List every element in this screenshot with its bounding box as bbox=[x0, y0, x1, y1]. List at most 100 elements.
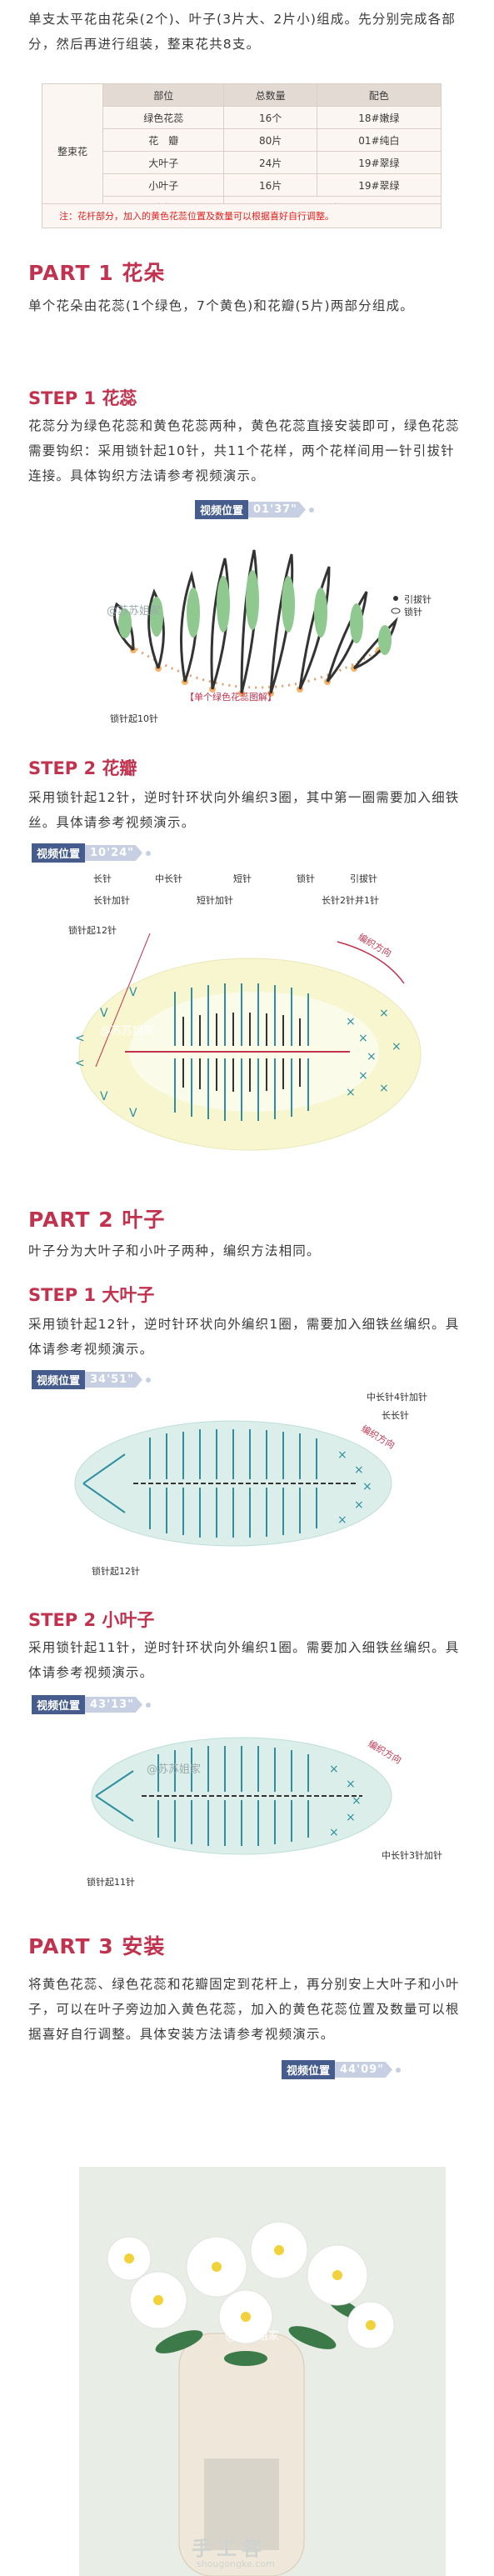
svg-text:×: × bbox=[379, 1082, 389, 1095]
svg-text:×: × bbox=[346, 1778, 356, 1791]
legend-ch: 锁针 bbox=[297, 873, 315, 884]
leaf-tip-marks bbox=[82, 1453, 126, 1513]
part1-step2-title: STEP 2 花瓣 bbox=[28, 758, 137, 778]
video-position-badge[interactable]: 视频位置 01'37" bbox=[195, 500, 314, 519]
stitch-marks bbox=[157, 1746, 309, 1846]
legend-sl: 引拔针 bbox=[350, 873, 377, 884]
video-position-badge[interactable]: 视频位置 10'24" bbox=[32, 843, 151, 863]
table-note: 注：花杆部分，加入的黄色花蕊位置及数量可以根据喜好自行调整。 bbox=[42, 203, 442, 228]
stitch-marks bbox=[174, 983, 309, 1121]
video-time: 44'09" bbox=[335, 2062, 392, 2078]
svg-text:×: × bbox=[352, 1794, 362, 1808]
video-position-badge[interactable]: 视频位置 34'51" bbox=[32, 1370, 151, 1389]
svg-text:V: V bbox=[129, 1107, 137, 1120]
part1-step1-text: 花蕊分为绿色花蕊和黄色花蕊两种，黄色花蕊直接安装即可，绿色花蕊需要钩织：采用锁针… bbox=[28, 418, 460, 483]
table-header: 部位 bbox=[102, 83, 225, 107]
svg-text:×: × bbox=[358, 1069, 368, 1083]
legend-sc: 短针 bbox=[233, 873, 252, 884]
svg-text:×: × bbox=[346, 1086, 356, 1099]
video-position-badge[interactable]: 视频位置 43'13" bbox=[32, 1695, 151, 1714]
chain-start-label: 锁针起11针 bbox=[87, 1877, 135, 1888]
photo-illustration bbox=[79, 2167, 446, 2576]
legend-dc: 长针 bbox=[93, 873, 112, 884]
svg-text:×: × bbox=[358, 1032, 368, 1045]
table-cell: 小叶子 bbox=[102, 173, 225, 197]
svg-text:<: < bbox=[75, 1057, 85, 1070]
site-url: shougongke.com bbox=[197, 2558, 275, 2569]
leaf-tip-marks bbox=[95, 1770, 134, 1822]
table-header: 总数量 bbox=[223, 83, 317, 107]
sc-marks: ××× ×× bbox=[337, 1448, 372, 1527]
table-cell: 18#嫩绿 bbox=[316, 106, 442, 129]
part2-step1-title: STEP 1 大叶子 bbox=[28, 1285, 155, 1305]
chain-stitch-symbol bbox=[391, 608, 401, 614]
table-side-label: 整束花 bbox=[42, 83, 103, 219]
flower-centers bbox=[124, 2245, 376, 2330]
legend-dc-inc: 长针加针 bbox=[93, 895, 130, 906]
svg-text:V: V bbox=[129, 986, 137, 999]
video-label: 视频位置 bbox=[195, 500, 249, 519]
table-cell: 大叶子 bbox=[102, 151, 225, 174]
table-header: 配色 bbox=[316, 83, 442, 107]
table-row: 花 瓣 80片 01#纯白 bbox=[42, 128, 442, 152]
video-time: 01'37" bbox=[248, 502, 306, 518]
intro-text: 单支太平花由花朵(2个)、叶子(3片大、2片小)组成。先分别完成各部分，然后再进… bbox=[28, 12, 457, 52]
small-leaf-diagram: ××× ×× bbox=[91, 1737, 392, 1855]
chain-start-label: 锁针起10针 bbox=[110, 713, 158, 724]
svg-text:V: V bbox=[100, 1007, 108, 1020]
site-logo: 手工客 bbox=[192, 2537, 267, 2560]
legend-hdc3inc: 中长针3针加针 bbox=[382, 1850, 442, 1861]
part2-title: PART 2 叶子 bbox=[28, 1208, 166, 1232]
video-label: 视频位置 bbox=[282, 2060, 336, 2079]
photo-watermark: @苏苏姐家 bbox=[225, 2330, 280, 2343]
part2-step2-text: 采用锁针起11针，逆时针环状向外编织1圈。需要加入细铁丝编织。具体请参考视频演示… bbox=[28, 1640, 460, 1680]
petal-diagram: ××× ×× ××× <<V VVV bbox=[75, 933, 422, 1151]
dot-icon bbox=[145, 850, 151, 856]
table-cell: 16个 bbox=[223, 106, 317, 129]
legend-slip-stitch: 引拔针 bbox=[404, 594, 432, 605]
pistil-loops bbox=[113, 549, 398, 694]
svg-text:<: < bbox=[75, 1032, 85, 1045]
dot-icon bbox=[145, 1702, 151, 1708]
part1-text: 单个花朵由花蕊(1个绿色，7个黄色)和花瓣(5片)两部分组成。 bbox=[28, 298, 414, 313]
watermark: @苏苏姐家 bbox=[147, 1763, 202, 1776]
part1-step1-title: STEP 1 花蕊 bbox=[28, 388, 137, 408]
legend-hdc4inc: 中长针4针加针 bbox=[367, 1392, 427, 1403]
svg-text:×: × bbox=[337, 1448, 347, 1462]
vase-label bbox=[204, 2458, 279, 2550]
svg-text:×: × bbox=[367, 1050, 377, 1063]
chain-start-label: 锁针起12针 bbox=[68, 925, 117, 936]
video-position-badge[interactable]: 视频位置 44'09" bbox=[282, 2060, 401, 2079]
table-cell: 19#翠绿 bbox=[316, 151, 442, 174]
finished-flower-photo bbox=[79, 2167, 446, 2576]
large-leaf-diagram: ××× ×× bbox=[74, 1420, 392, 1547]
legend-chain-stitch: 锁针 bbox=[404, 607, 422, 618]
svg-text:×: × bbox=[346, 1811, 356, 1824]
part3-title: PART 3 安装 bbox=[28, 1934, 166, 1958]
dot-icon bbox=[145, 1377, 151, 1383]
part1-title: PART 1 花朵 bbox=[28, 261, 166, 285]
table-cell: 花 瓣 bbox=[102, 128, 225, 152]
table-cell: 01#纯白 bbox=[316, 128, 442, 152]
green-pistil-diagram bbox=[113, 549, 401, 697]
dc-inc-marks: < < V V V V bbox=[75, 986, 137, 1120]
video-time: 34'51" bbox=[85, 1372, 142, 1388]
video-label: 视频位置 bbox=[32, 1370, 86, 1389]
chain-start-label: 锁针起12针 bbox=[92, 1566, 140, 1577]
stitch-marks bbox=[149, 1429, 317, 1538]
table-row: 大叶子 24片 19#翠绿 bbox=[42, 151, 442, 174]
legend-sc-inc: 短针加针 bbox=[197, 895, 233, 906]
svg-text:V: V bbox=[100, 1090, 108, 1103]
table-cell: 19#翠绿 bbox=[316, 173, 442, 197]
slip-stitch-symbol bbox=[393, 596, 398, 601]
part2-step1-text: 采用锁针起12针，逆时针环状向外编织1圈，需要加入细铁丝编织。具体请参考视频演示… bbox=[28, 1317, 460, 1357]
table-cell: 16片 bbox=[223, 173, 317, 197]
chain-pointer bbox=[95, 933, 151, 1068]
legend-dc2tog: 长针2针并1针 bbox=[322, 895, 379, 906]
chain-dots bbox=[130, 647, 382, 697]
svg-text:×: × bbox=[329, 1763, 339, 1776]
video-label: 视频位置 bbox=[32, 1695, 86, 1714]
part2-text: 叶子分为大叶子和小叶子两种，编织方法相同。 bbox=[28, 1243, 321, 1258]
legend-hdc: 中长针 bbox=[155, 873, 182, 884]
